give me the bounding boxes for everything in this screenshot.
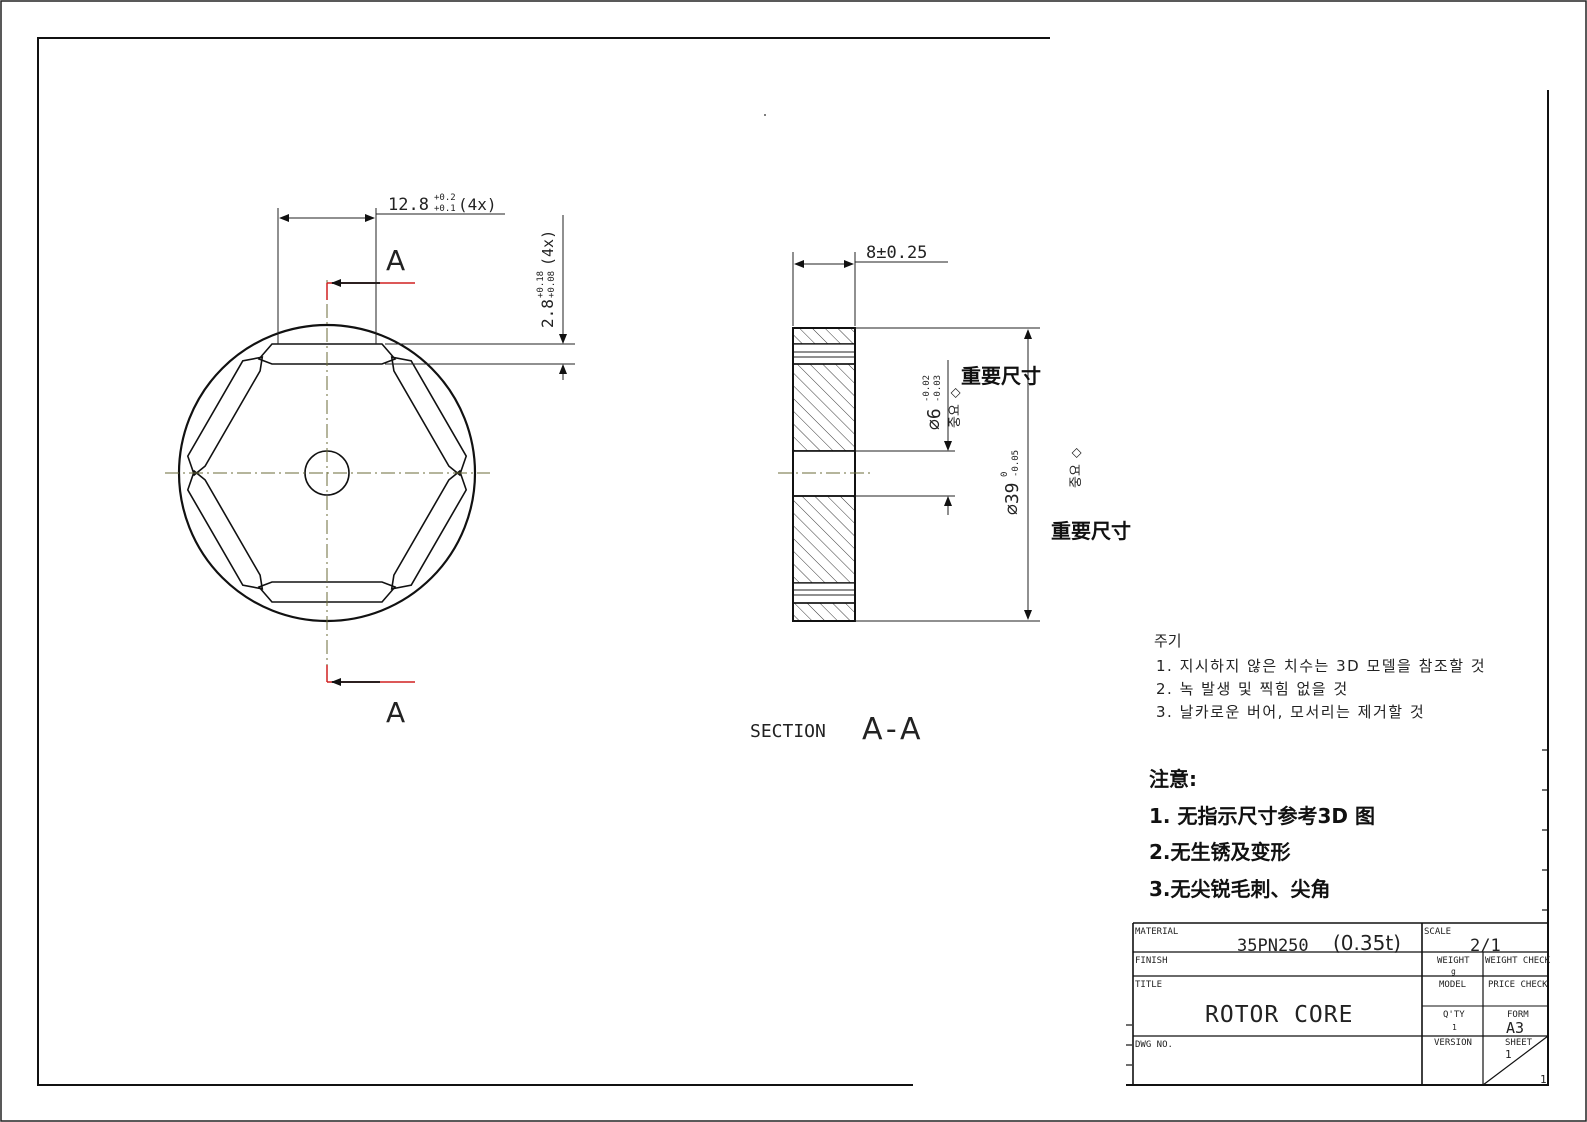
- form-value: A3: [1506, 1019, 1524, 1037]
- title-value: ROTOR CORE: [1205, 1002, 1353, 1028]
- important-cn-2: 重要尺寸: [1051, 519, 1131, 543]
- section-arrow-bottom: [326, 665, 415, 686]
- notes-kr-item-1: 1. 지시하지 않은 치수는 3D 모델을 참조할 것: [1156, 657, 1486, 675]
- notes-kr-heading: 주기: [1154, 632, 1182, 650]
- version-label: VERSION: [1434, 1038, 1472, 1048]
- important-kr-1: 중요: [948, 404, 963, 428]
- material-value: 35PN250: [1237, 936, 1309, 956]
- bore-dim-tol-lower: -0.03: [933, 375, 943, 402]
- slot-dim-tol-lower: +0.08: [547, 271, 557, 298]
- important-symbol-1: ◇: [948, 388, 963, 398]
- important-cn-1: 重要尺寸: [961, 364, 1041, 388]
- thickness-dim: 8±0.25: [866, 243, 927, 263]
- finish-label: FINISH: [1135, 956, 1168, 966]
- outer-dim-value: ⌀39: [1002, 482, 1023, 515]
- bore-dim-tol-upper: -0.02: [922, 375, 932, 402]
- sheet-value: 1: [1505, 1048, 1512, 1061]
- qty-value: 1: [1452, 1023, 1457, 1032]
- section-mark-bottom: A: [386, 696, 405, 729]
- weight-label: WEIGHT: [1437, 956, 1470, 966]
- qty-label: Q'TY: [1443, 1010, 1465, 1020]
- notes-cn-heading: 注意:: [1149, 767, 1197, 791]
- slot-lower-right: [390, 469, 468, 590]
- important-symbol-2: ◇: [1069, 448, 1084, 458]
- slot-dim-value: 2.8: [538, 299, 557, 328]
- section-arrow-top: [326, 279, 415, 300]
- slot-upper-right: [390, 356, 468, 477]
- sheet-total: 1: [1540, 1073, 1547, 1086]
- bore-dim-value: ⌀6: [924, 408, 945, 430]
- width-dimension: [277, 208, 505, 344]
- width-dim-tol-upper: +0.2: [434, 193, 456, 203]
- scale-value: 2/1: [1470, 936, 1501, 956]
- section-caption-prefix: SECTION: [750, 721, 826, 742]
- scale-label: SCALE: [1424, 927, 1451, 937]
- section-mark-top: A: [386, 244, 405, 277]
- slot-lower-left: [186, 469, 264, 590]
- weight-check-label: WEIGHT CHECK: [1485, 956, 1551, 966]
- title-block: [1132, 922, 1549, 1086]
- slot-top: [257, 343, 397, 365]
- width-dim-value: 12.8: [388, 195, 429, 215]
- weight-value: g: [1451, 967, 1456, 976]
- slot-bottom: [257, 581, 397, 603]
- model-label: MODEL: [1439, 980, 1466, 990]
- form-label: FORM: [1507, 1010, 1529, 1020]
- front-view: [165, 208, 575, 686]
- slot-upper-left: [186, 356, 264, 477]
- slot-dimension: [385, 215, 575, 380]
- magnet-slots: [186, 343, 468, 603]
- price-check-label: PRICE CHECK: [1488, 980, 1548, 990]
- important-kr-2: 중요: [1069, 464, 1084, 488]
- notes-cn-item-3: 3.无尖锐毛刺、尖角: [1149, 877, 1331, 901]
- title-label: TITLE: [1135, 980, 1162, 990]
- notes-cn-item-1: 1. 无指示尺寸参考3D 图: [1149, 804, 1375, 828]
- sheet-label: SHEET: [1505, 1038, 1533, 1048]
- material-note: (0.35t): [1333, 931, 1401, 955]
- width-dim-count: (4x): [458, 195, 497, 214]
- width-dim-tol-lower: +0.1: [434, 204, 456, 214]
- outer-dim-tol-upper: 0: [1000, 472, 1010, 477]
- dwg-no-label: DWG NO.: [1135, 1040, 1173, 1050]
- material-label: MATERIAL: [1135, 927, 1178, 937]
- section-caption-name: A-A: [862, 712, 925, 747]
- drawing-frame: [37, 37, 1549, 1086]
- slot-dim-tol-upper: +0.18: [536, 271, 546, 298]
- notes-kr-item-3: 3. 날카로운 버어, 모서리는 제거할 것: [1156, 703, 1425, 721]
- notes-kr-item-2: 2. 녹 발생 및 찍힘 없을 것: [1156, 680, 1349, 698]
- outer-dim-tol-lower: -0.05: [1011, 450, 1021, 477]
- notes-cn-item-2: 2.无生锈及变形: [1149, 840, 1291, 864]
- section-view: [778, 252, 1040, 622]
- slot-dim-count: (4x): [539, 230, 557, 266]
